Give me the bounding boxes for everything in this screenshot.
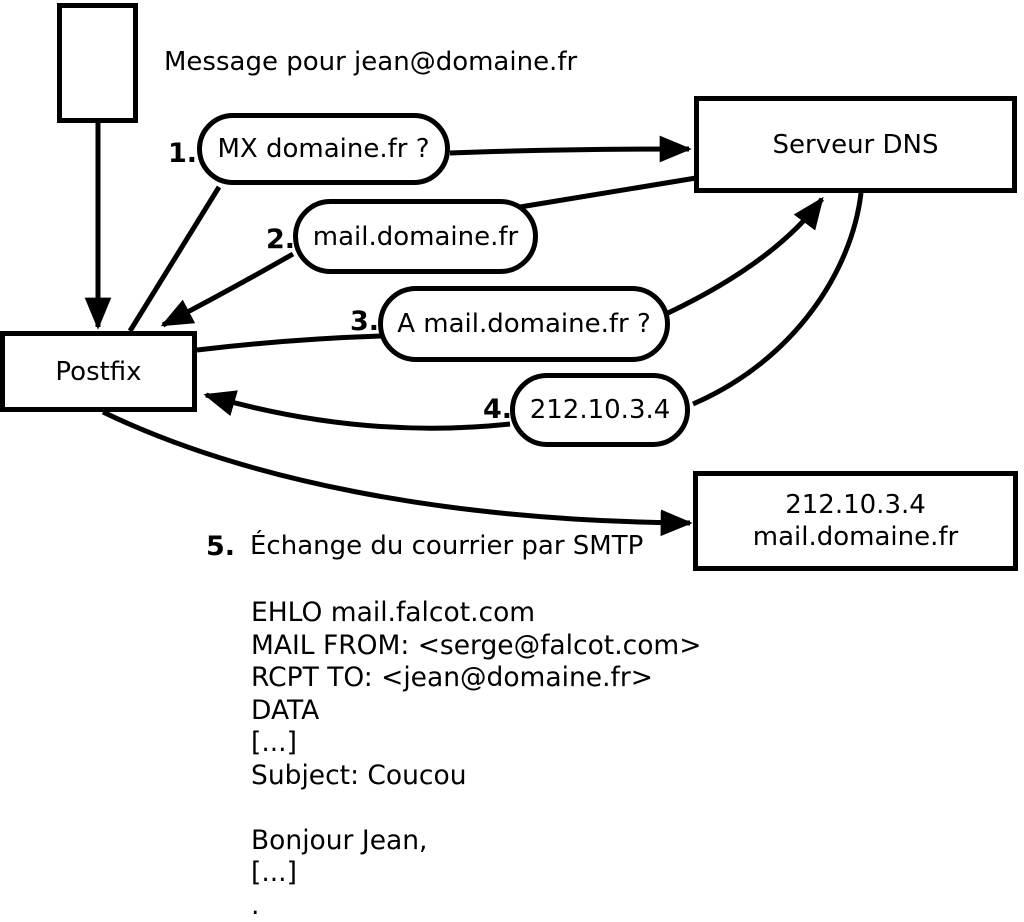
step3-number: 3. (350, 308, 379, 335)
step2-number: 2. (266, 226, 295, 253)
smtp-session-transcript: EHLO mail.falcot.com MAIL FROM: <serge@f… (251, 597, 701, 922)
message-annotation: Message pour jean@domaine.fr (164, 47, 577, 77)
smtp-line: . (251, 890, 701, 922)
arrow-step1-to-dns (450, 149, 689, 153)
dns-server-box: Serveur DNS (694, 96, 1017, 193)
line-postfix-to-step3 (197, 336, 381, 350)
smtp-line: MAIL FROM: <serge@falcot.com> (251, 630, 701, 663)
smtp-line: DATA (251, 695, 701, 728)
arrow-step2-to-postfix (163, 254, 293, 325)
smtp-line: Bonjour Jean, (251, 825, 701, 858)
mail-server-ip: 212.10.3.4 (785, 489, 926, 521)
step1-number: 1. (168, 140, 197, 167)
step4-number: 4. (483, 396, 512, 423)
step4-label: 212.10.3.4 (530, 394, 671, 426)
step4-pill: 212.10.3.4 (510, 373, 690, 447)
line-postfix-to-step1 (130, 187, 219, 331)
line-dns-to-step4 (693, 193, 861, 404)
smtp-line: RCPT TO: <jean@domaine.fr> (251, 662, 701, 695)
step3-label: A mail.domaine.fr ? (397, 308, 651, 340)
line-dns-to-step2 (520, 178, 696, 207)
step2-label: mail.domaine.fr (313, 221, 518, 253)
step1-label: MX domaine.fr ? (217, 133, 429, 165)
step3-pill: A mail.domaine.fr ? (378, 286, 670, 362)
step2-pill: mail.domaine.fr (293, 199, 538, 274)
step5-label: Échange du courrier par SMTP (250, 531, 643, 561)
arrow-step3-to-dns (668, 199, 822, 313)
postfix-label: Postfix (55, 356, 141, 388)
step1-pill: MX domaine.fr ? (197, 113, 450, 185)
smtp-line: [...] (251, 857, 701, 890)
step5-number: 5. (206, 533, 235, 560)
mail-server-hostname: mail.domaine.fr (753, 521, 958, 553)
smtp-line: EHLO mail.falcot.com (251, 597, 701, 630)
dns-server-label: Serveur DNS (773, 129, 939, 161)
smtp-line: Subject: Coucou (251, 760, 701, 793)
mail-server-box: 212.10.3.4 mail.domaine.fr (693, 471, 1018, 571)
postfix-box: Postfix (0, 331, 197, 412)
message-source-box (57, 3, 138, 123)
arrow-step4-to-postfix (206, 395, 510, 428)
smtp-line: [...] (251, 727, 701, 760)
smtp-line (251, 792, 701, 825)
